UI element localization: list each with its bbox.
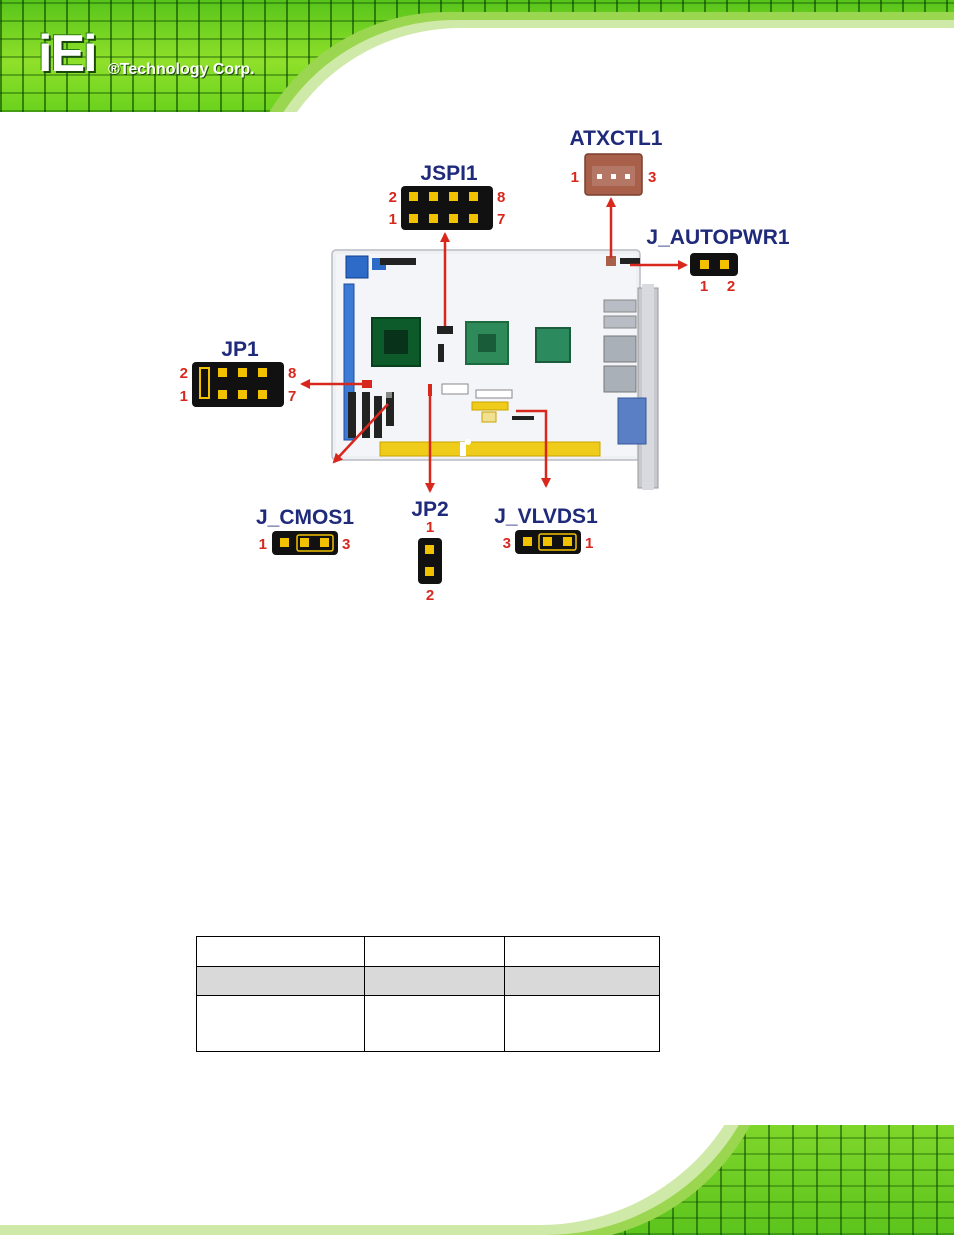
connector-label-atxctl1: ATXCTL1	[570, 127, 663, 150]
svg-text:1: 1	[426, 519, 434, 536]
page-header-banner: iEi ®Technology Corp.	[0, 0, 954, 112]
svg-text:1: 1	[585, 535, 593, 552]
connector-atxctl1: ATXCTL1 1 3	[570, 127, 663, 258]
table-cell	[364, 966, 505, 996]
connector-j-vlvds1: J_VLVDS1 3 1	[494, 409, 598, 554]
svg-text:1: 1	[180, 388, 188, 405]
table-cell	[196, 966, 365, 996]
connector-j-cmos1: J_CMOS1 1 3	[256, 403, 389, 555]
svg-text:2: 2	[426, 587, 434, 604]
table-row	[196, 966, 660, 996]
connector-label-jspi1: JSPI1	[420, 162, 478, 185]
table-cell	[504, 936, 660, 967]
table-cell	[364, 936, 505, 967]
logo-mark: iEi	[38, 25, 98, 83]
jumper-settings-table	[196, 936, 660, 1052]
connector-label-jp1: JP1	[221, 338, 259, 361]
svg-text:1: 1	[389, 211, 397, 228]
table-cell	[364, 995, 505, 1052]
footer-curve-decoration	[0, 1125, 760, 1225]
svg-text:3: 3	[648, 169, 656, 186]
connector-j-autopwr1: J_AUTOPWR1 1 2	[630, 226, 790, 295]
svg-text:1: 1	[571, 169, 579, 186]
motherboard	[331, 249, 659, 490]
svg-text:8: 8	[288, 365, 296, 382]
svg-text:1: 1	[259, 536, 267, 553]
svg-text:3: 3	[503, 535, 511, 552]
svg-text:7: 7	[497, 211, 505, 228]
connector-jp1: JP1 2 8 1 7	[180, 338, 362, 407]
svg-text:1: 1	[700, 278, 708, 295]
svg-text:3: 3	[342, 536, 350, 553]
table-cell	[196, 995, 365, 1052]
svg-text:2: 2	[180, 365, 188, 382]
connector-label-jp2: JP2	[411, 498, 448, 521]
svg-text:8: 8	[497, 189, 505, 206]
svg-text:2: 2	[727, 278, 735, 295]
table-row	[196, 936, 660, 967]
page-footer-banner	[0, 1125, 954, 1235]
connector-jspi1: JSPI1 2 8 1 7	[389, 162, 505, 326]
table-row	[196, 995, 660, 1052]
svg-text:2: 2	[389, 189, 397, 206]
connector-label-j-cmos1: J_CMOS1	[256, 506, 354, 529]
jumper-location-diagram: JSPI1 2 8 1 7 ATXCTL1 1 3 J_AUTOPWR1 1	[180, 127, 790, 604]
table-cell	[196, 936, 365, 967]
table-cell	[504, 966, 660, 996]
logo-tagline: ®Technology Corp.	[108, 61, 255, 78]
table-cell	[504, 995, 660, 1052]
svg-text:7: 7	[288, 388, 296, 405]
connector-label-j-vlvds1: J_VLVDS1	[494, 505, 598, 528]
connector-jp2: JP2 1 2	[411, 388, 449, 604]
connector-label-j-autopwr1: J_AUTOPWR1	[646, 226, 789, 249]
